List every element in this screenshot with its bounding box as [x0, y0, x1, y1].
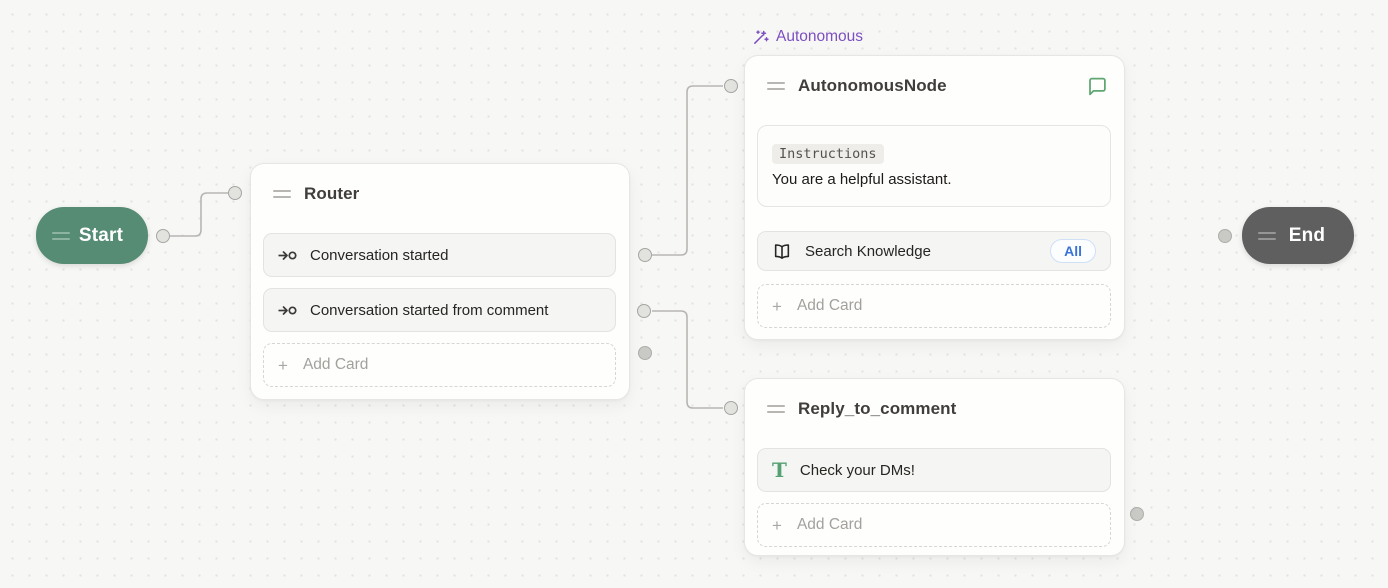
end-node-label: End [1288, 224, 1326, 246]
text-icon: T [772, 458, 787, 482]
port-router-output-1[interactable] [638, 248, 652, 262]
reply-node-body: T Check your DMs! + Add Card [745, 420, 1124, 560]
port-router-output-2[interactable] [637, 304, 651, 318]
add-card-label: Add Card [796, 297, 863, 314]
add-card-label: Add Card [796, 516, 863, 533]
autonomous-node[interactable]: Autonomous AutonomousNode Instructions Y… [744, 28, 1125, 341]
router-node-title: Router [304, 184, 360, 203]
router-node-header: Router [251, 164, 629, 205]
autonomous-node-header: AutonomousNode [745, 56, 1124, 97]
instructions-field-chip: Instructions [772, 144, 884, 164]
autonomous-node-body: Instructions You are a helpful assistant… [745, 97, 1124, 341]
open-book-icon [772, 242, 792, 261]
text-message-value: Check your DMs! [799, 461, 915, 479]
router-node-body: Conversation started Conversation starte… [251, 205, 629, 400]
port-end-input[interactable] [1218, 229, 1232, 243]
reply-node-header: Reply_to_comment [745, 379, 1124, 420]
autonomous-badge-label: Autonomous [776, 28, 864, 45]
autonomous-badge: Autonomous [752, 28, 863, 46]
condition-card-label: Conversation started from comment [310, 301, 549, 319]
plus-icon: + [772, 296, 782, 316]
reply-node-title: Reply_to_comment [798, 399, 957, 418]
instructions-value: You are a helpful assistant. [772, 171, 952, 188]
autonomous-node-title: AutonomousNode [798, 76, 947, 95]
router-add-card-button[interactable]: + Add Card [263, 343, 616, 387]
edge-conversation-started-to-autonomous[interactable] [652, 85, 723, 256]
drag-handle-icon[interactable] [273, 190, 291, 198]
port-reply-input[interactable] [724, 401, 738, 415]
arrow-to-circle-icon [278, 304, 297, 317]
drag-handle-icon[interactable] [52, 231, 70, 240]
search-knowledge-card[interactable]: Search Knowledge All [757, 231, 1111, 271]
drag-handle-icon[interactable] [1258, 231, 1276, 240]
condition-card-conversation-started-from-comment[interactable]: Conversation started from comment [263, 288, 616, 332]
plus-icon: + [278, 355, 288, 375]
port-start-output[interactable] [156, 229, 170, 243]
edge-start-to-router[interactable] [170, 192, 228, 237]
router-node[interactable]: Router Conversation started [250, 163, 630, 400]
port-reply-output[interactable] [1130, 507, 1144, 521]
plus-icon: + [772, 515, 782, 535]
drag-handle-icon[interactable] [767, 405, 785, 413]
knowledge-scope-badge[interactable]: All [1050, 239, 1096, 263]
instructions-card[interactable]: Instructions You are a helpful assistant… [757, 125, 1111, 207]
start-node[interactable]: Start [36, 207, 148, 264]
wand-sparkles-icon [752, 29, 769, 46]
comment-bubble-icon[interactable] [1086, 76, 1108, 97]
condition-card-label: Conversation started [310, 246, 449, 264]
add-card-label: Add Card [302, 356, 369, 373]
reply-to-comment-node[interactable]: Reply_to_comment T Check your DMs! + Add… [744, 378, 1125, 556]
port-autonomous-input[interactable] [724, 79, 738, 93]
drag-handle-icon[interactable] [767, 82, 785, 90]
reply-add-card-button[interactable]: + Add Card [757, 503, 1111, 547]
start-node-label: Start [78, 224, 124, 246]
autonomous-add-card-button[interactable]: + Add Card [757, 284, 1111, 328]
text-message-card[interactable]: T Check your DMs! [757, 448, 1111, 492]
edge-comment-to-reply[interactable] [652, 310, 723, 409]
search-knowledge-label: Search Knowledge [805, 242, 931, 260]
port-router-input[interactable] [228, 186, 242, 200]
condition-card-conversation-started[interactable]: Conversation started [263, 233, 616, 277]
end-node[interactable]: End [1242, 207, 1354, 264]
arrow-to-circle-icon [278, 249, 297, 262]
port-router-output-3[interactable] [638, 346, 652, 360]
